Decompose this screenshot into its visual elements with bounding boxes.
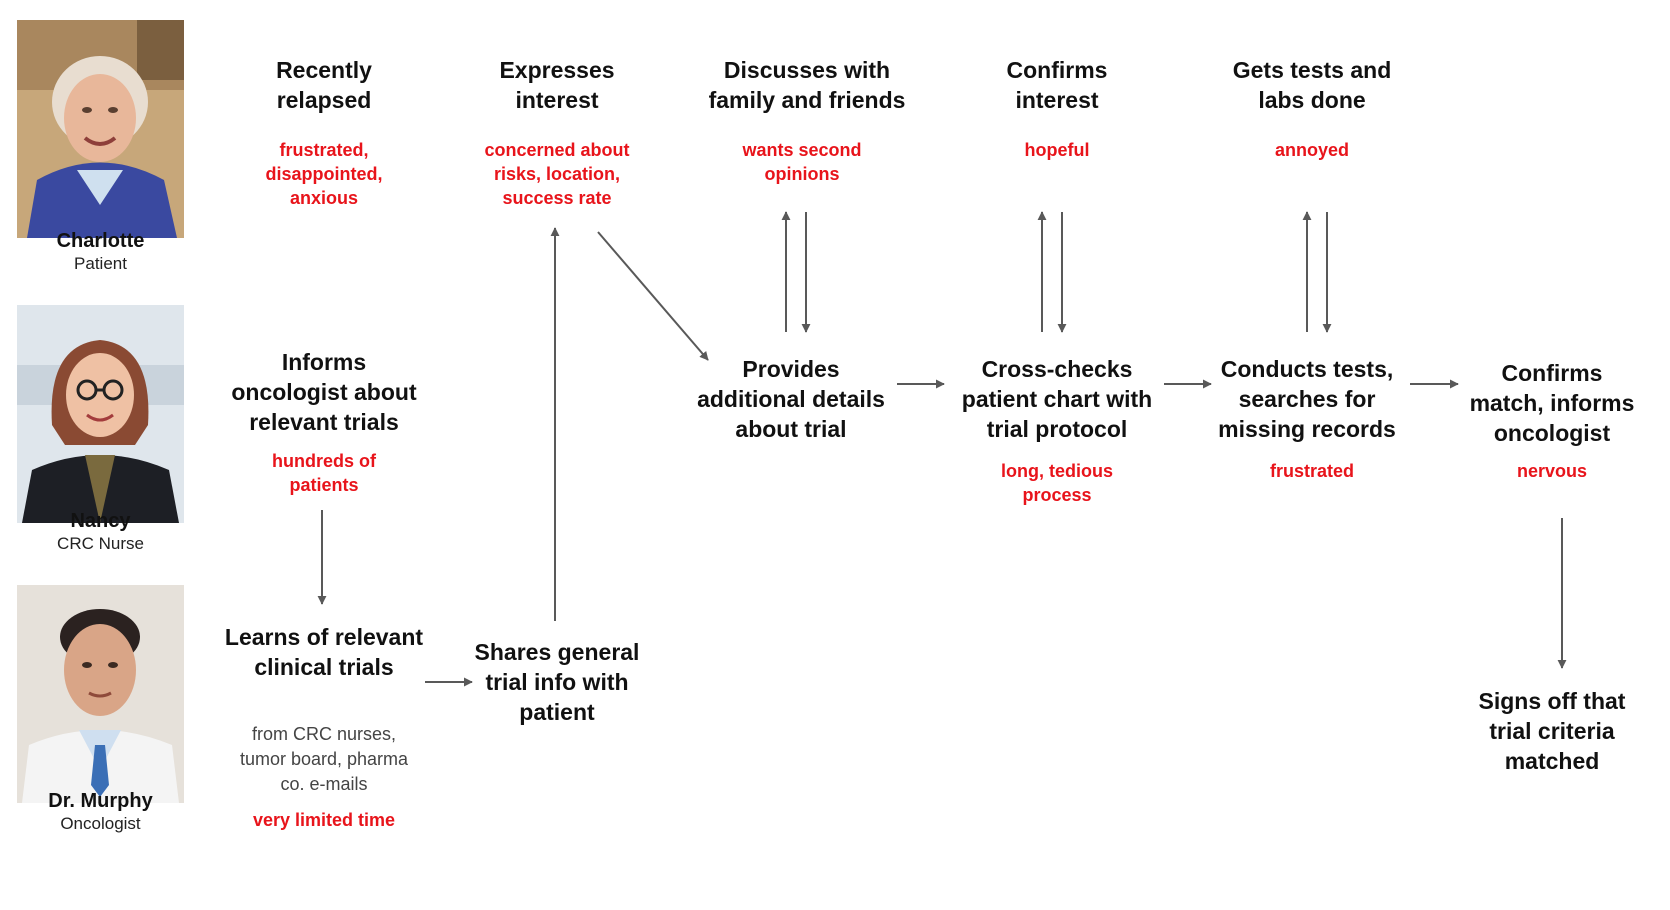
step-confirms-match: Confirms match, informs oncologist <box>1469 360 1635 446</box>
emotion-label: frustrated, disappointed, anxious <box>265 140 383 208</box>
emotion-label: hundreds of patients <box>272 451 376 495</box>
step-provides-additional-details: Provides additional details about trial <box>697 356 885 442</box>
step-signs-off: Signs off that trial criteria matched <box>1478 688 1626 774</box>
emotion-label: concerned about risks, location, success… <box>484 140 630 208</box>
arrow-expresses-to-provides <box>597 231 709 361</box>
charlotte-photo <box>17 20 184 238</box>
step-discusses-with-family: Discusses with family and friends <box>708 57 906 113</box>
emotion-label: very limited time <box>252 810 396 830</box>
note-sources: from CRC nurses, tumor board, pharma co.… <box>239 724 409 794</box>
emotion-label: hopeful <box>1024 140 1090 160</box>
persona-name: Charlotte <box>56 230 145 252</box>
emotion-label: frustrated <box>1269 461 1354 481</box>
dr-murphy-photo <box>17 585 184 803</box>
persona-role: Oncologist <box>60 814 141 833</box>
persona-role: CRC Nurse <box>57 534 144 553</box>
emotion-label: long, tedious process <box>1001 461 1113 505</box>
step-recently-relapsed: Recently relapsed <box>276 57 372 113</box>
step-confirms-interest: Confirms interest <box>1006 57 1108 113</box>
emotion-label: annoyed <box>1274 140 1349 160</box>
emotion-label: nervous <box>1516 461 1588 481</box>
step-learns-of-trials: Learns of relevant clinical trials <box>224 624 424 680</box>
step-shares-trial-info: Shares general trial info with patient <box>474 639 640 725</box>
emotion-label: wants second opinions <box>742 140 862 184</box>
step-gets-tests-and-labs: Gets tests and labs done <box>1232 57 1392 113</box>
step-expresses-interest: Expresses interest <box>499 57 615 113</box>
step-informs-oncologist: Informs oncologist about relevant trials <box>231 349 417 435</box>
nancy-photo <box>17 305 184 523</box>
step-conducts-tests: Conducts tests, searches for missing rec… <box>1218 356 1396 442</box>
persona-name: Nancy <box>70 510 131 532</box>
persona-role: Patient <box>74 254 127 273</box>
persona-name: Dr. Murphy <box>48 790 153 812</box>
step-cross-checks-patient-chart: Cross-checks patient chart with trial pr… <box>961 356 1153 442</box>
